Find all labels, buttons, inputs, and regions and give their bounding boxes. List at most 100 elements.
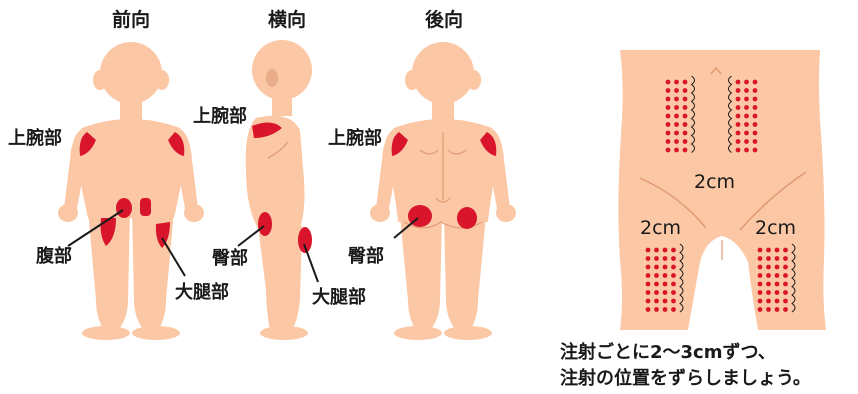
injection-dot [753,80,758,85]
injection-dot [683,105,688,110]
view-title-back: 後向 [425,8,463,31]
label-back-arm: 上腕部 [328,127,382,149]
injection-dot [783,273,788,278]
injection-dot [646,256,651,261]
injection-dot [666,80,671,85]
injection-dot [783,248,788,253]
injection-dot [775,307,780,312]
injection-dot [654,299,659,304]
injection-dot [666,105,671,110]
injection-dot [766,299,771,304]
injection-dot [671,307,676,312]
injection-dot [674,97,679,102]
back-figure [370,42,516,340]
injection-dot [671,299,676,304]
label-side-arm: 上腕部 [193,105,247,127]
injection-dot [736,139,741,144]
injection-dot [671,248,676,253]
injection-dot [646,273,651,278]
injection-dot [683,131,688,136]
injection-dot [663,290,668,295]
injection-dot [766,256,771,261]
injection-dot [783,307,788,312]
injection-dot [783,290,788,295]
injection-dot [766,273,771,278]
injection-dot [753,148,758,153]
injection-dot [744,97,749,102]
injection-dot [766,290,771,295]
injection-dot [683,80,688,85]
injection-dot [654,265,659,270]
injection-dot [674,148,679,153]
injection-dot [766,307,771,312]
injection-dot [775,273,780,278]
injection-dot [736,122,741,127]
injection-dot [753,97,758,102]
injection-dot [646,282,651,287]
injection-dot [646,265,651,270]
injection-dot [753,88,758,93]
injection-dot [744,80,749,85]
side-buttock-site [258,212,272,236]
injection-dot [753,131,758,136]
injection-dot [783,282,788,287]
injection-dot [758,265,763,270]
injection-dot [766,282,771,287]
injection-dot [663,299,668,304]
injection-dot [744,105,749,110]
injection-dot [775,290,780,295]
injection-dot [663,282,668,287]
injection-dot [666,88,671,93]
injection-dot [783,299,788,304]
injection-dot [766,248,771,253]
injection-dot [775,282,780,287]
injection-dot [663,273,668,278]
injection-dot [758,282,763,287]
injection-dot [666,114,671,119]
injection-dot [736,148,741,153]
injection-dot [663,307,668,312]
injection-dot [744,131,749,136]
injection-dot [674,131,679,136]
injection-dot [783,256,788,261]
injection-dot [666,131,671,136]
injection-dot [683,114,688,119]
injection-dot [775,299,780,304]
injection-dot [646,307,651,312]
injection-dot [758,256,763,261]
injection-dot [775,256,780,261]
injection-dot [753,139,758,144]
side-figure [238,40,318,340]
injection-dot [663,265,668,270]
injection-dot [683,139,688,144]
injection-dot [674,114,679,119]
injection-dot [758,273,763,278]
injection-dot [663,256,668,261]
injection-dot [758,299,763,304]
injection-dot [683,97,688,102]
injection-dot [663,248,668,253]
injection-dot [674,105,679,110]
injection-dot [736,97,741,102]
label-back-buttock: 臀部 [348,245,384,267]
injection-dot [654,307,659,312]
back-buttock-site-right [457,207,477,229]
injection-dot [671,273,676,278]
injection-dot [744,114,749,119]
injection-dot [666,97,671,102]
injection-dot [744,139,749,144]
injection-dot [736,80,741,85]
injection-dot [758,307,763,312]
injection-dot [766,265,771,270]
injection-dot [666,148,671,153]
injection-dot [654,282,659,287]
injection-dot [775,265,780,270]
injection-dot [753,114,758,119]
injection-dot [736,105,741,110]
injection-dot [736,114,741,119]
injection-dot [674,139,679,144]
injection-dot [758,248,763,253]
view-title-side: 横向 [268,8,306,31]
injection-dot [671,290,676,295]
injection-dot [753,122,758,127]
